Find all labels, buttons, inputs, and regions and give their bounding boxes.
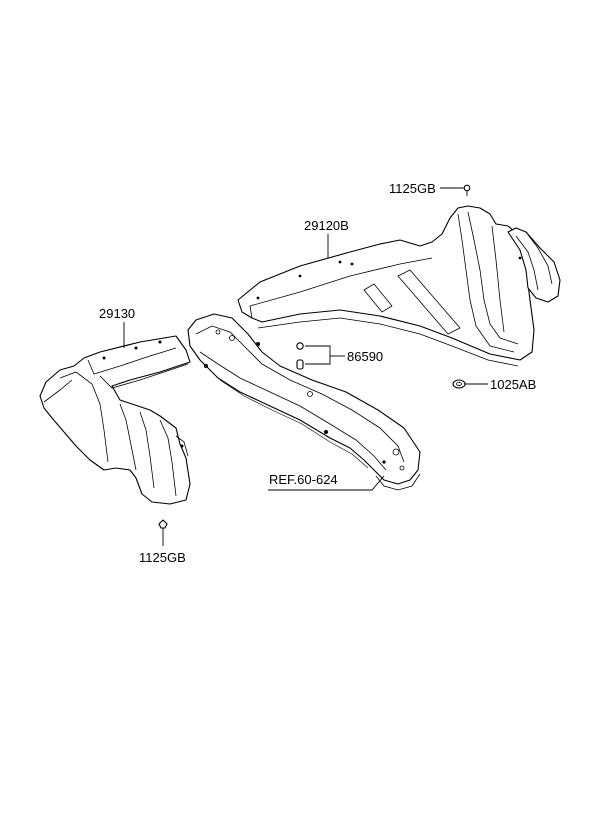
callout-clip: 86590	[347, 349, 384, 364]
bolt-top-icon	[463, 184, 471, 196]
callout-cover-center: 29120B	[304, 218, 349, 233]
clip-icon	[296, 342, 304, 370]
callout-reference: REF.60-624	[269, 472, 338, 487]
callout-bolt-top: 1125GB	[389, 181, 436, 196]
under-cover-29120b	[237, 205, 561, 367]
callout-cover-left: 29130	[99, 306, 136, 321]
callout-nut: 1025AB	[490, 377, 537, 392]
leader-lines	[123, 187, 488, 546]
nut-icon	[452, 379, 466, 389]
under-cover-29130	[39, 335, 191, 505]
callout-bolt-bottom: 1125GB	[139, 550, 186, 565]
bolt-bottom-icon	[158, 519, 168, 538]
frame-rail-ref	[187, 313, 421, 491]
